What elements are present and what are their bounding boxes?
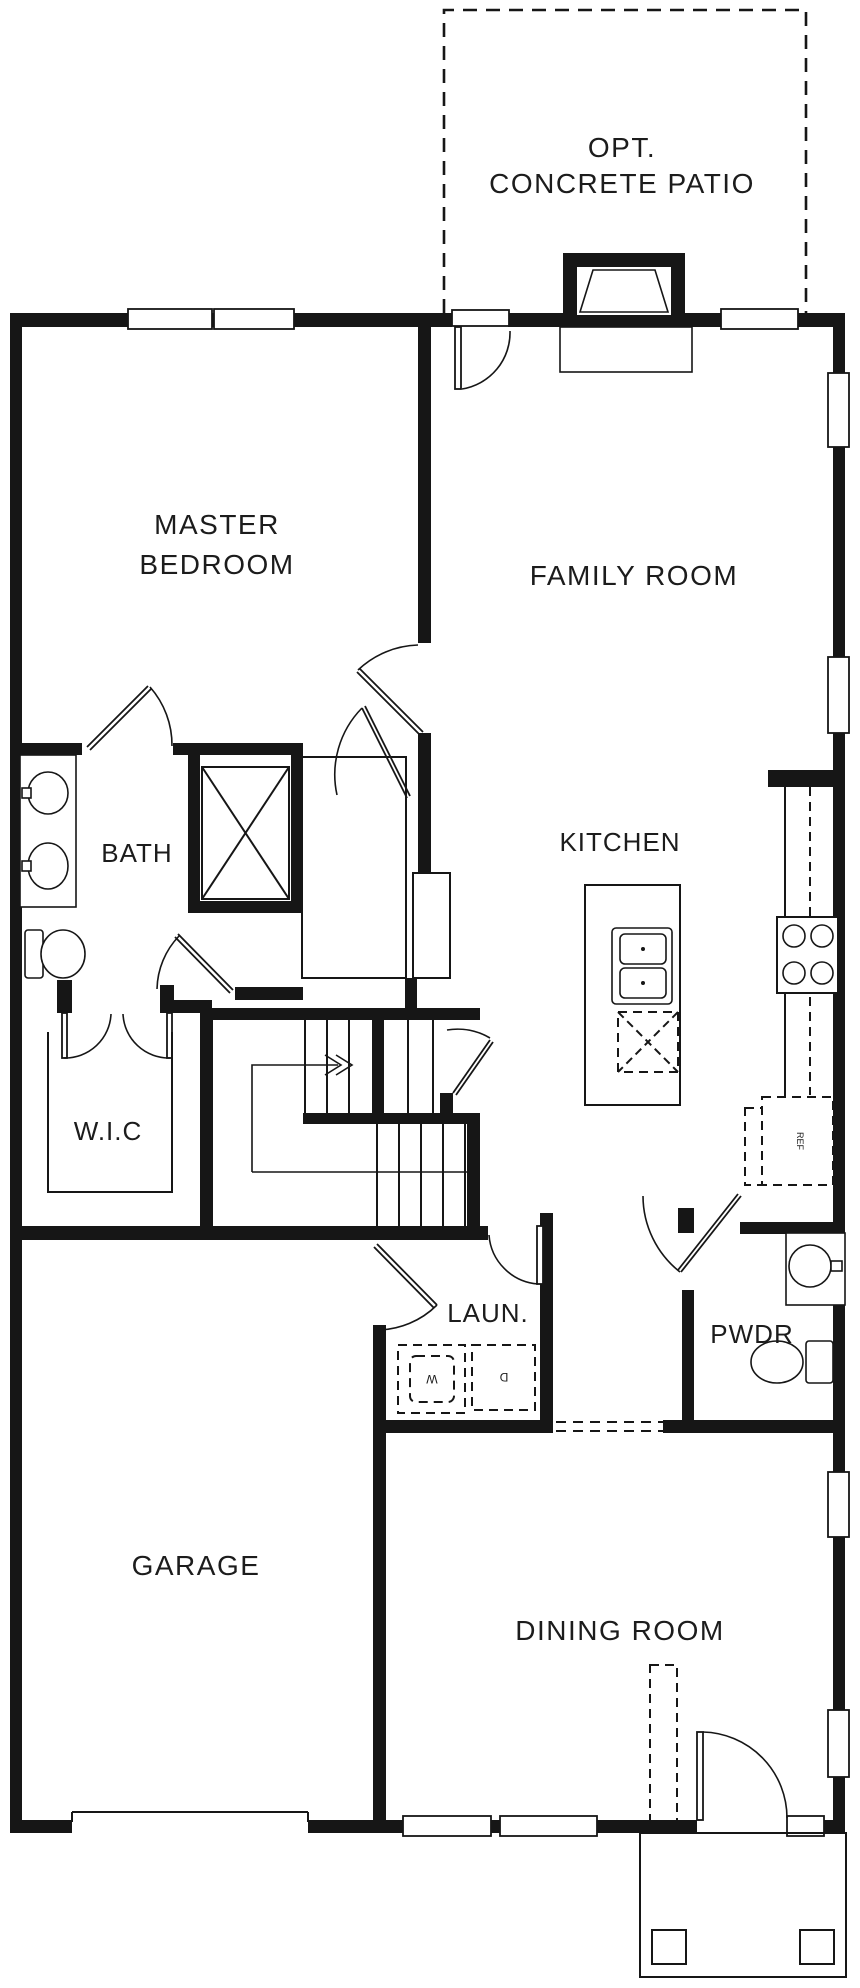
patio-label-line1: OPT.	[588, 132, 656, 163]
family-room-label: FAMILY ROOM	[530, 560, 738, 591]
wic-label: W.I.C	[74, 1116, 143, 1146]
fireplace-hearth	[559, 326, 693, 373]
window	[827, 1471, 850, 1538]
laundry-door	[488, 1225, 544, 1285]
window	[213, 308, 295, 330]
master-bedroom-label-line1: MASTER	[154, 509, 280, 540]
bath-toilet	[24, 929, 86, 979]
bath-door	[86, 685, 173, 751]
powder-toilet	[750, 1340, 834, 1384]
window	[827, 1709, 850, 1778]
porch	[639, 1832, 847, 1978]
refrigerator-label: REF	[795, 1132, 805, 1151]
hall-bath-door	[156, 933, 234, 994]
garage-laundry-door	[373, 1243, 438, 1331]
dryer: D	[471, 1344, 536, 1411]
laundry-label: LAUN.	[447, 1298, 529, 1328]
range	[776, 916, 839, 994]
refrigerator: REF	[744, 1096, 834, 1186]
window	[827, 372, 850, 448]
window	[499, 1815, 598, 1837]
patio-door	[451, 309, 511, 390]
front-door	[696, 1731, 788, 1821]
kitchen-counter: REF	[744, 787, 839, 1186]
stairs-up-arrow-icon	[251, 1054, 354, 1172]
powder-label: PWDR	[710, 1319, 793, 1349]
dining-room-label: DINING ROOM	[515, 1615, 724, 1646]
bath-label: BATH	[101, 838, 172, 868]
shower	[201, 766, 290, 900]
stairs	[251, 1020, 467, 1226]
dryer-label: D	[499, 1370, 508, 1384]
bath-vanity	[19, 754, 77, 908]
washer-label: W	[426, 1372, 438, 1386]
porch-column	[651, 1929, 687, 1965]
optional-column-chase	[649, 1664, 678, 1823]
sink	[27, 771, 69, 815]
porch-column	[799, 1929, 835, 1965]
wic-double-doors	[61, 1012, 173, 1059]
fireplace	[563, 253, 685, 327]
doors	[61, 644, 788, 1821]
garage-door	[71, 1811, 309, 1822]
kitchen-label: KITCHEN	[559, 827, 680, 857]
windows	[127, 308, 850, 1837]
hall-closet	[301, 756, 407, 979]
sink	[27, 842, 69, 890]
stairs-door	[446, 1028, 494, 1096]
garage-label: GARAGE	[132, 1550, 261, 1581]
room-labels: OPT. CONCRETE PATIO MASTER BEDROOM FAMIL…	[74, 132, 793, 1646]
kitchen-island	[584, 884, 681, 1106]
sidelite-window	[786, 1815, 825, 1837]
island-sink	[611, 927, 673, 1005]
patio-label-line2: CONCRETE PATIO	[489, 168, 755, 199]
cased-opening	[556, 1421, 663, 1432]
window	[402, 1815, 492, 1837]
pantry-nook	[412, 872, 451, 979]
dishwasher	[617, 1011, 679, 1073]
interior-walls	[10, 320, 845, 1820]
powder-door	[642, 1193, 742, 1273]
window	[827, 656, 850, 734]
window	[127, 308, 213, 330]
master-bedroom-label-line2: BEDROOM	[139, 549, 294, 580]
patio-outline	[442, 8, 808, 313]
powder-sink	[785, 1232, 846, 1306]
wic-shelf-outline	[47, 1032, 173, 1193]
washer: W	[397, 1344, 466, 1414]
closet-door	[334, 705, 411, 799]
master-bedroom-door	[356, 644, 424, 736]
window	[720, 308, 799, 330]
